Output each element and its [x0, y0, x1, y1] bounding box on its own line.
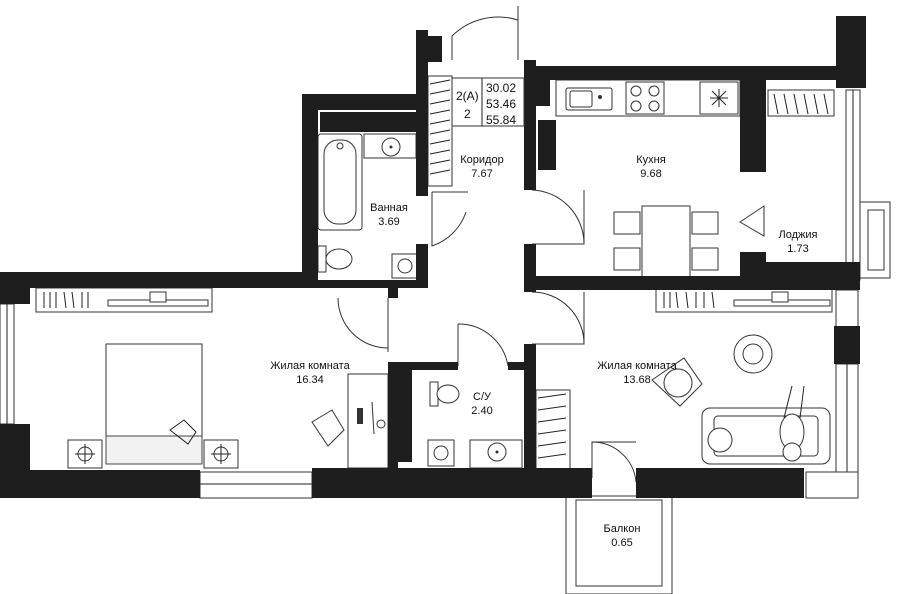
area-total: 53.46 [486, 97, 516, 111]
dining-chair [691, 211, 719, 235]
armchair-seat [663, 368, 693, 398]
room-area-bathroom: 3.69 [378, 216, 399, 228]
bath-sink-drain [389, 145, 393, 149]
room-name-balcony: Балкон [604, 523, 641, 535]
snowflake-icon [710, 89, 728, 107]
person-legs [783, 385, 805, 419]
room-area-wc: 2.40 [471, 405, 492, 417]
fridge [699, 81, 739, 115]
room-name-bathroom: Ванная [370, 202, 408, 214]
office-chair [311, 409, 345, 447]
room-labels: Коридор 7.67 Кухня 9.68 Ванная 3.69 Лодж… [270, 154, 817, 549]
burner [648, 85, 660, 97]
corridor-wardrobe [427, 75, 453, 187]
room-name-living-right: Жилая комната [597, 360, 677, 372]
room-name-corridor: Коридор [460, 154, 503, 166]
loggia-wardrobe [767, 89, 835, 117]
kitchen-tap [598, 95, 602, 99]
area-total-with-balcony: 55.84 [486, 113, 516, 127]
sofa-cushion [707, 427, 733, 453]
dining-chair [691, 247, 719, 271]
bed-blanket-fold [169, 419, 197, 445]
books [43, 291, 89, 309]
room-name-wc: С/У [473, 391, 492, 403]
doors [337, 6, 765, 483]
room-area-loggia: 1.73 [787, 243, 808, 255]
phone [357, 408, 363, 424]
bathtub-basin [323, 139, 357, 225]
loggia-bay-inner [867, 209, 885, 271]
right-books [663, 291, 715, 309]
tv [149, 291, 167, 303]
kitchen-sink-bowl [569, 90, 593, 108]
burner [630, 100, 642, 112]
room-area-balcony: 0.65 [611, 537, 632, 549]
area-living: 30.02 [486, 81, 516, 95]
loggia-hangers [773, 93, 829, 115]
room-name-living-left: Жилая комната [270, 360, 350, 372]
window-bottom-left [199, 471, 313, 499]
window-right-top [835, 289, 859, 331]
wc-sink-drain [495, 450, 499, 454]
person-head [782, 442, 802, 462]
room-area-kitchen: 9.68 [640, 168, 661, 180]
room-name-loggia: Лоджия [779, 229, 818, 241]
dining-table [641, 205, 691, 281]
dining-chair [613, 247, 641, 271]
area-legend: 2(A) 2 30.02 53.46 55.84 [451, 77, 525, 127]
room-area-living-left: 16.34 [296, 374, 324, 386]
room-name-kitchen: Кухня [636, 154, 665, 166]
room-area-living-right: 13.68 [623, 374, 651, 386]
laptop [371, 401, 375, 435]
wc-toilet-bowl [436, 384, 460, 404]
bath-toilet-tank [317, 245, 327, 273]
burner [648, 100, 660, 112]
cup [376, 419, 386, 429]
right-hangers [537, 393, 567, 459]
burner [630, 85, 642, 97]
walls [0, 16, 866, 498]
bath-toilet-bowl [325, 248, 353, 270]
apartment-type: 2(A) [456, 89, 479, 103]
balcony-inner [575, 499, 663, 587]
bed-pillows [105, 435, 203, 465]
round-rug-inner [742, 343, 764, 365]
dining-chair [613, 211, 641, 235]
corridor-hangers [429, 79, 451, 175]
right-tv [771, 291, 789, 303]
bathtub-drain [336, 142, 344, 150]
apartment-rooms: 2 [464, 107, 471, 121]
room-area-corridor: 7.67 [471, 168, 492, 180]
washing-machine-drum [397, 258, 413, 274]
wc-washer-drum [433, 445, 449, 461]
area-legend-box [451, 77, 525, 127]
window-bottom-right [805, 471, 859, 499]
